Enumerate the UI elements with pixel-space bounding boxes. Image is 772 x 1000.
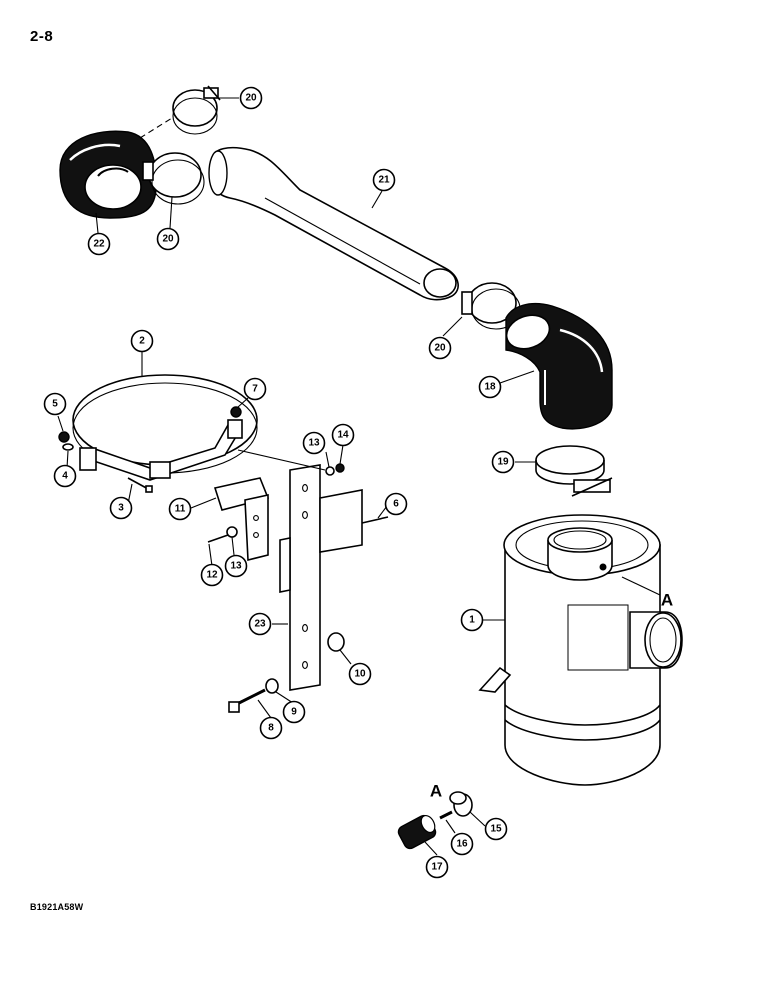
detail-label-a-fittings: A [430, 782, 442, 801]
callout-13-left: 13 [224, 554, 248, 578]
callout-label: 23 [254, 619, 266, 630]
part-11-bracket [213, 477, 270, 562]
callout-23: 23 [248, 612, 272, 636]
callout-label: 20 [245, 93, 257, 104]
callout-11: 11 [168, 497, 192, 521]
callout-10: 10 [348, 662, 372, 686]
callout-label: 15 [490, 824, 502, 835]
callout-19: 19 [491, 450, 515, 474]
part-15-fitting [449, 791, 473, 817]
callout-4: 4 [53, 464, 77, 488]
callout-label: 4 [62, 471, 68, 482]
part-5-nut [58, 431, 70, 443]
callout-16: 16 [450, 832, 474, 856]
callout-label: 3 [118, 503, 124, 514]
part-19-clamp [535, 445, 613, 497]
callout-label: 13 [308, 438, 320, 449]
part-20-clamp-middle [461, 282, 521, 330]
callout-8: 8 [259, 716, 283, 740]
part-23-mounting-plate [279, 464, 363, 691]
part-8-bolt [228, 688, 266, 713]
part-22-elbow-cap [59, 130, 157, 219]
callout-18: 18 [478, 375, 502, 399]
callout-label: 16 [456, 839, 468, 850]
callout-label: 2 [139, 336, 145, 347]
callout-7: 7 [243, 377, 267, 401]
part-10-nut [327, 632, 345, 652]
page-number: 2-8 [30, 28, 54, 45]
callout-label: 14 [337, 430, 349, 441]
callout-6: 6 [384, 492, 408, 516]
part-13-washer-right [325, 466, 335, 476]
part-4-washer [62, 443, 74, 451]
callout-label: 12 [206, 570, 218, 581]
callout-label: 20 [162, 234, 174, 245]
part-6-bolt [361, 516, 389, 524]
callout-label: 17 [431, 862, 443, 873]
callout-3: 3 [109, 496, 133, 520]
callout-label: 20 [434, 343, 446, 354]
callout-20-top: 20 [239, 86, 263, 110]
callout-12: 12 [200, 563, 224, 587]
callout-label: 21 [378, 175, 390, 186]
callout-5: 5 [43, 392, 67, 416]
callout-label: 7 [252, 384, 258, 395]
part-2-band-clamp [72, 374, 258, 481]
part-18-rubber-elbow [505, 302, 613, 430]
callout-label: 19 [497, 457, 509, 468]
part-3-bolt [127, 477, 153, 493]
callout-15: 15 [484, 817, 508, 841]
part-17-valve-fitting [397, 814, 437, 850]
part-20-clamp-upper [172, 85, 221, 135]
callout-label: 1 [469, 615, 475, 626]
callout-21: 21 [372, 168, 396, 192]
callout-label: 5 [52, 399, 58, 410]
detail-label-a-cleaner: A [661, 591, 673, 610]
callout-label: 18 [484, 382, 496, 393]
callout-1: 1 [460, 608, 484, 632]
callout-9: 9 [282, 700, 306, 724]
part-21-intake-tube [208, 146, 459, 301]
callout-label: 9 [291, 707, 297, 718]
part-16-spring [439, 810, 453, 820]
part-12-bolt [207, 534, 229, 543]
callout-14: 14 [331, 423, 355, 447]
part-1-air-cleaner [478, 514, 683, 786]
callout-label: 11 [175, 504, 186, 515]
part-13-washer-left [226, 526, 238, 538]
callout-20-middle: 20 [428, 336, 452, 360]
callout-20-left: 20 [156, 227, 180, 251]
callout-label: 8 [268, 723, 274, 734]
callout-label: 6 [393, 499, 399, 510]
figure-code: B1921A58W [30, 902, 84, 912]
callout-22: 22 [87, 232, 111, 256]
callout-2: 2 [130, 329, 154, 353]
part-20-clamp-lower [142, 152, 205, 205]
part-14-nut [335, 463, 345, 473]
callout-label: 13 [230, 561, 242, 572]
callout-label: 22 [93, 239, 105, 250]
callout-label: 10 [354, 669, 366, 680]
callout-17: 17 [425, 855, 449, 879]
part-9-washer [265, 678, 279, 694]
callout-13-right: 13 [302, 431, 326, 455]
part-7-nut [230, 406, 242, 418]
